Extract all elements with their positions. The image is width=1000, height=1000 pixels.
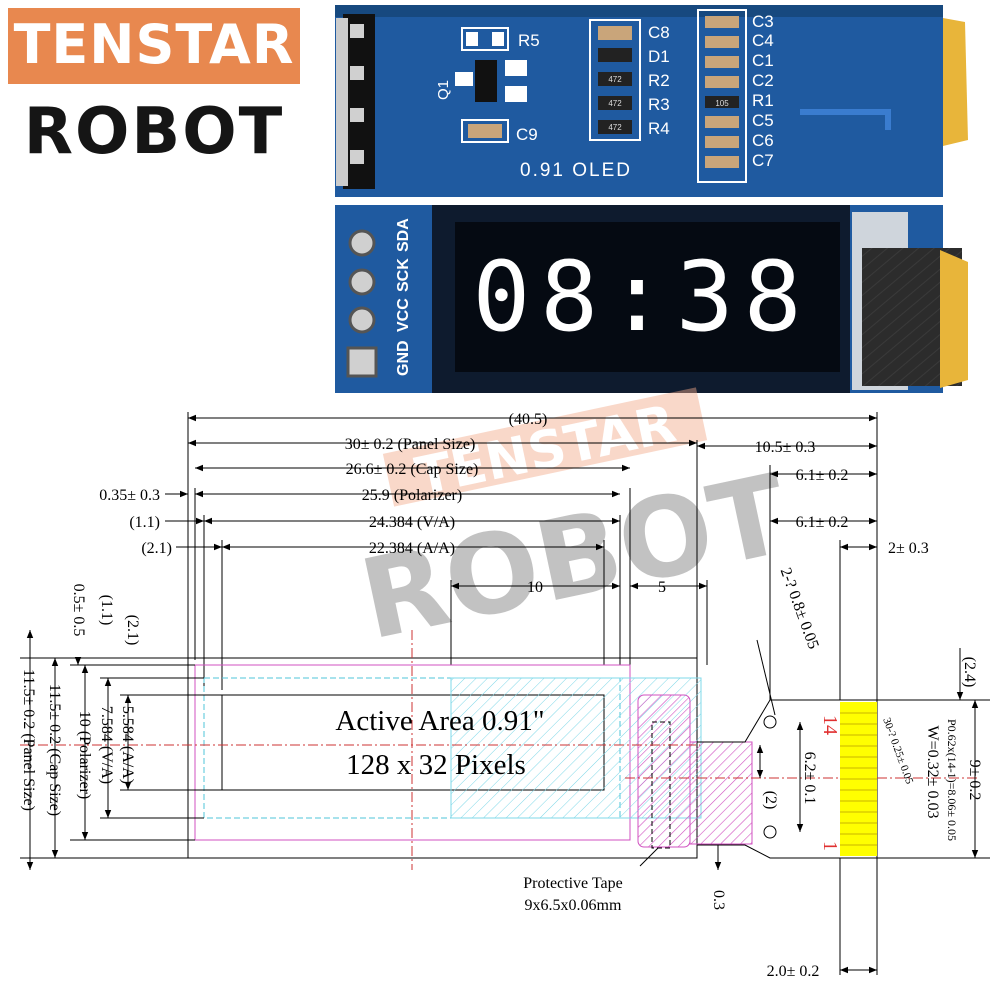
ref-r3: R3 [648,95,670,114]
ref-r1: R1 [752,91,774,110]
ref-r2: R2 [648,71,670,90]
dimension-drawing [20,412,990,975]
dim-cap: 26.6± 0.2 (Cap Size) [346,461,479,478]
board-front: SDA SCK VCC GND 08:38 [335,205,968,393]
smd-code-2: 472 [608,99,622,108]
brand-logo-bottom: ROBOT [23,95,285,169]
dim-fpc-length: 10.5± 0.3 [755,439,816,456]
ref-c6: C6 [752,131,774,150]
brand-logo-plate [8,8,300,84]
dim-va: 24.384 (V/A) [369,514,455,531]
ref-r5: R5 [518,31,540,50]
smd-code-3: 472 [608,123,622,132]
dim-v-03: 0.3 [710,890,727,910]
dim-width: W=0.32± 0.03 [924,726,941,819]
dim-hole: 2-? 0.8± 0.05 [777,566,822,652]
ref-c7: C7 [752,151,774,170]
dim-panel: 30± 0.2 (Panel Size) [345,436,476,453]
pin-last-label: 1 [819,841,841,851]
dim-polarizer: 25.9 (Polarizer) [362,487,462,504]
dim-v-11: (1.1) [98,595,115,626]
right-components: 105 [697,9,747,183]
dim-v-05: 0.5± 0.5 [70,584,87,637]
ref-c3: C3 [752,12,774,31]
dim-v-21: (2.1) [124,615,141,646]
dim-v-62: 6.2± 0.1 [801,752,818,805]
pin-label-sda: SDA [395,218,412,252]
oled-screen [455,222,840,372]
dim-overall: (40.5) [509,411,548,428]
active-area-pixels: 128 x 32 Pixels [346,749,526,781]
ref-c2: C2 [752,71,774,90]
dim-bottom: 2.0± 0.2 [767,963,820,980]
ref-d1: D1 [648,47,670,66]
dim-v-2: (2) [762,791,779,810]
dim-pitch: P0.62x(14-1)=8.06± 0.05 [945,719,959,841]
ref-r4: R4 [648,119,670,138]
silk-title: 0.91 OLED [520,160,632,181]
middle-components: 472 472 472 [589,19,641,141]
ref-c1: C1 [752,51,774,70]
ref-c4: C4 [752,31,774,50]
pin-label-vcc: VCC [395,298,412,332]
dim-aa: 22.384 (A/A) [369,540,455,557]
oled-clock: 08:38 [473,241,812,353]
ref-q1: Q1 [435,80,452,100]
dim-v-va: 7.584 (V/A) [98,706,115,784]
ref-c8: C8 [648,23,670,42]
dim-v-cap: 11.5± 0.2 (Cap Size) [46,684,63,816]
q1-transistor [475,60,497,102]
dim-v-aa: 5.584 (A/A) [119,706,136,784]
tape-spec: 9x6.5x0.06mm [525,897,622,914]
ref-c9: C9 [516,125,538,144]
active-area-title: Active Area 0.91" [335,705,544,737]
dim-fpc-a: 6.1± 0.2 [796,467,849,484]
pin-label-gnd: GND [395,340,412,376]
fpc-pads [840,702,877,856]
tape-label: Protective Tape [523,875,622,892]
smd-code-1: 472 [608,75,622,84]
dim-angle: 30-? 0.25± 0.05 [880,716,915,786]
pin-first-label: 14 [819,715,841,735]
dim-v-9: 9± 0.2 [966,760,983,801]
dim-v-panel: 11.5± 0.2 (Panel Size) [20,669,37,811]
header-pins-back [336,14,375,189]
dim-fpc-c: 2± 0.3 [888,540,929,557]
dim-offset-left: 0.35± 0.3 [99,487,160,504]
brand-logo-top: TENSTAR [13,13,295,76]
fpc-gold-back [943,18,968,146]
dim-v-24: (2.4) [961,657,978,688]
dim-va-offset: (1.1) [129,514,160,531]
dim-aa-offset: (2.1) [141,540,172,557]
dim-v-pol: 10 (Polarizer) [76,711,93,799]
dim-fpc-b: 6.1± 0.2 [796,514,849,531]
ref-c5: C5 [752,111,774,130]
pcb-trace [800,109,891,130]
board-back: R5 Q1 C9 472 472 472 C8 D1 R2 R3 R4 0.91… [335,5,968,197]
dim-10: 10 [527,579,543,596]
smd-code-4: 105 [715,99,729,108]
fpc-gold-front [940,250,968,388]
dim-5: 5 [658,579,666,596]
pin-label-sck: SCK [395,258,412,292]
